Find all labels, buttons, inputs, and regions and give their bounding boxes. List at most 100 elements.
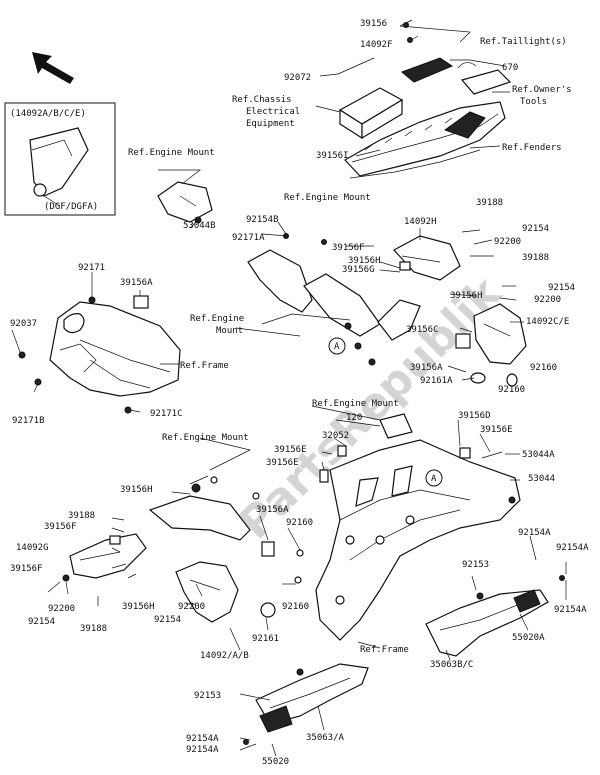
part-label: 55020A <box>512 633 545 643</box>
part-label: 32052 <box>322 431 349 441</box>
part-label: 92200 <box>48 604 75 614</box>
part-label: 92154 <box>28 617 55 627</box>
part-label: 39156I <box>316 151 349 161</box>
main-frame <box>315 413 521 641</box>
inset-top-label: (14092A/B/C/E) <box>10 109 86 119</box>
ref-taillight-label: Ref.Taillight(s) <box>480 37 567 47</box>
part-label: 39156 <box>360 19 387 29</box>
callout-a-left: A <box>328 337 346 355</box>
part-label: 92153 <box>194 691 221 701</box>
part-label: 14092H <box>404 217 437 227</box>
part-label: 92161A <box>420 376 453 386</box>
part-label: 92037 <box>10 319 37 329</box>
owners-tools-kit <box>457 62 512 95</box>
part-label: 55020 <box>262 757 289 767</box>
part-label: 35063B/C <box>430 660 473 670</box>
ref-engine-mount-1: Ref.Engine Mount <box>128 148 215 158</box>
ref-chassis-line3: Equipment <box>246 119 295 129</box>
callout-a-left-label: A <box>334 342 340 352</box>
part-label: 39156D <box>458 411 491 421</box>
ref-engine-mount-3-line2: Mount <box>216 326 243 336</box>
battery-case <box>338 87 404 140</box>
ref-engine-mount-3-line1: Ref.Engine <box>190 314 244 324</box>
part-label: 120 <box>346 413 362 423</box>
part-label: 39156H <box>348 256 381 266</box>
part-label: 92161 <box>252 634 279 644</box>
part-label: 14092F <box>360 40 393 50</box>
inset-bottom-label: (DGF/DGFA) <box>44 202 98 212</box>
ref-chassis-line1: Ref.Chassis <box>232 95 292 105</box>
part-label: 92154 <box>154 615 181 625</box>
part-label: 92154A <box>556 543 589 553</box>
part-label: 92154A <box>518 528 551 538</box>
part-label: 92154 <box>548 283 575 293</box>
left-footrest-bracket <box>62 475 260 582</box>
inset-grommet <box>33 183 47 197</box>
rear-fender-assembly <box>344 101 506 179</box>
ref-chassis-line2: Electrical <box>246 107 300 117</box>
part-label: 14092C/E <box>526 317 569 327</box>
part-label: 92160 <box>282 602 309 612</box>
part-label: 39156F <box>10 564 43 574</box>
right-footrest-bracket <box>425 575 565 657</box>
ref-fenders-label: Ref.Fenders <box>502 143 562 153</box>
front-direction-arrow-icon <box>32 52 74 84</box>
right-side-cover-14092CE <box>455 303 527 387</box>
part-label: 39156H <box>122 602 155 612</box>
part-label: 39156E <box>274 445 307 455</box>
part-label: 92171B <box>12 416 45 426</box>
part-label: 14092/A/B <box>200 651 249 661</box>
part-label: 39156F <box>44 522 77 532</box>
upper-engine-mount-brackets <box>157 181 421 366</box>
part-label: 92154A <box>186 745 219 755</box>
part-label: 92171A <box>232 233 265 243</box>
part-label: 39156H <box>120 485 153 495</box>
part-label: 39188 <box>80 624 107 634</box>
inset-cover-part <box>29 127 89 197</box>
part-label: 92200 <box>534 295 561 305</box>
part-label: 92171 <box>78 263 105 273</box>
part-label: 92154B <box>246 215 279 225</box>
part-label: 39156E <box>266 458 299 468</box>
part-label: 92171C <box>150 409 183 419</box>
callout-a-right-label: A <box>431 474 437 484</box>
part-label: 39156H <box>450 291 483 301</box>
part-label: 92200 <box>494 237 521 247</box>
part-label: 53044A <box>522 450 555 460</box>
lower-side-cover <box>175 541 304 623</box>
reference-labels: Ref.Taillight(s) Ref.Owner's Tools Ref.C… <box>128 37 572 655</box>
wire-92072 <box>337 57 375 75</box>
part-label: 92154A <box>186 734 219 744</box>
part-label: 35063/A <box>306 733 345 743</box>
right-bracket-cover <box>393 235 461 281</box>
left-subframe <box>18 295 181 414</box>
taillight-bracket <box>399 19 454 83</box>
part-label: 92160 <box>530 363 557 373</box>
part-label: 14092G <box>16 543 49 553</box>
part-label: 92154A <box>554 605 587 615</box>
part-label: 92200 <box>178 602 205 612</box>
part-label: 92153 <box>462 560 489 570</box>
part-label: 39156G <box>342 265 375 275</box>
part-label: 92160 <box>286 518 313 528</box>
part-label: 92154 <box>522 224 549 234</box>
part-label: 53044 <box>528 474 555 484</box>
part-label: 53044B <box>183 221 216 231</box>
part-label: 39156C <box>406 325 439 335</box>
lower-footrest-bracket <box>243 663 369 745</box>
part-label: 39156E <box>480 425 513 435</box>
ref-engine-mount-5: Ref.Engine Mount <box>162 433 249 443</box>
part-label: 39188 <box>476 198 503 208</box>
part-number-labels: 39156 14092F 670 92072 39156I 53044B 921… <box>10 19 589 767</box>
part-label: 39156A <box>120 278 153 288</box>
ref-engine-mount-2: Ref.Engine Mount <box>284 193 371 203</box>
part-label: 92072 <box>284 73 311 83</box>
leader-lines <box>11 25 567 757</box>
ref-frame-1: Ref.Frame <box>180 361 229 371</box>
part-label: 670 <box>502 63 518 73</box>
ref-frame-2: Ref.Frame <box>360 645 409 655</box>
ref-owners-tools-line1: Ref.Owner's <box>512 85 572 95</box>
inset-box: (14092A/B/C/E) (DGF/DGFA) <box>4 102 116 216</box>
part-label: 39188 <box>522 253 549 263</box>
